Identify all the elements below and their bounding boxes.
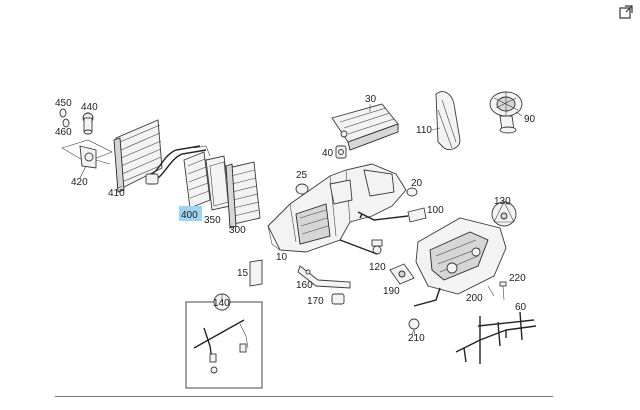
label-120[interactable]: 120 <box>369 262 386 273</box>
label-110[interactable]: 110 <box>416 125 432 136</box>
part-10-main-housing[interactable] <box>267 163 407 253</box>
part-440-valve[interactable] <box>82 112 94 135</box>
part-410-evaporator[interactable] <box>113 119 163 193</box>
label-220[interactable]: 220 <box>509 273 526 284</box>
label-400[interactable]: 400 <box>181 210 198 221</box>
part-15-bracket[interactable] <box>249 259 263 287</box>
part-110-filter-panel[interactable] <box>435 91 461 151</box>
label-420[interactable]: 420 <box>71 177 88 188</box>
label-410[interactable]: 410 <box>108 188 125 199</box>
part-90-blower-motor[interactable] <box>489 91 523 134</box>
connecting-pipes <box>145 145 207 185</box>
highlight-400-bg <box>179 206 202 221</box>
label-200[interactable]: 200 <box>466 293 483 304</box>
label-100[interactable]: 100 <box>427 205 444 216</box>
label-450[interactable]: 450 <box>55 98 72 109</box>
label-90[interactable]: 90 <box>524 114 536 125</box>
label-350[interactable]: 350 <box>204 215 221 226</box>
part-420-pipe-connector[interactable] <box>61 139 113 169</box>
label-40[interactable]: 40 <box>322 148 334 159</box>
part-30-control-module[interactable] <box>331 103 399 151</box>
part-130-vent[interactable] <box>491 201 517 227</box>
label-190[interactable]: 190 <box>383 286 400 297</box>
part-120-sensor[interactable] <box>339 239 383 255</box>
label-140[interactable]: 140 <box>213 298 230 309</box>
label-25[interactable]: 25 <box>296 170 308 181</box>
part-160-bracket[interactable] <box>297 265 351 289</box>
label-460[interactable]: 460 <box>55 127 72 138</box>
label-30[interactable]: 30 <box>365 94 377 105</box>
part-350-frame[interactable] <box>205 155 231 211</box>
part-25-clip[interactable] <box>295 183 309 195</box>
part-190-actuator[interactable] <box>389 263 415 285</box>
part-60-wiring-harness[interactable] <box>455 311 537 364</box>
label-440[interactable]: 440 <box>81 102 98 113</box>
leader-lines <box>79 104 523 335</box>
part-210-screw[interactable] <box>408 318 420 337</box>
label-160[interactable]: 160 <box>296 280 313 291</box>
part-40-actuator[interactable] <box>335 145 347 159</box>
part-140-harness-kit[interactable] <box>185 293 263 389</box>
label-10[interactable]: 10 <box>276 252 288 263</box>
label-300[interactable]: 300 <box>229 225 246 236</box>
label-20[interactable]: 20 <box>411 178 423 189</box>
part-300-heat-exchanger[interactable] <box>225 161 261 229</box>
label-170[interactable]: 170 <box>307 296 324 307</box>
label-210[interactable]: 210 <box>408 333 425 344</box>
external-window-icon[interactable] <box>618 4 634 20</box>
label-130[interactable]: 130 <box>494 196 511 207</box>
part-number-labels: 450 440 460 420 410 400 350 300 30 40 11… <box>55 94 536 344</box>
label-15[interactable]: 15 <box>237 268 249 279</box>
part-400-heater-core[interactable] <box>183 145 211 209</box>
part-220-bolt[interactable] <box>499 281 507 301</box>
part-170-clip[interactable] <box>331 293 345 305</box>
label-60[interactable]: 60 <box>515 302 527 313</box>
bottom-divider <box>55 396 553 397</box>
part-450-460-seals[interactable] <box>59 108 70 128</box>
part-100-connector[interactable] <box>357 207 427 223</box>
part-20-grommet[interactable] <box>406 187 418 197</box>
part-200-lower-housing[interactable] <box>413 217 507 307</box>
